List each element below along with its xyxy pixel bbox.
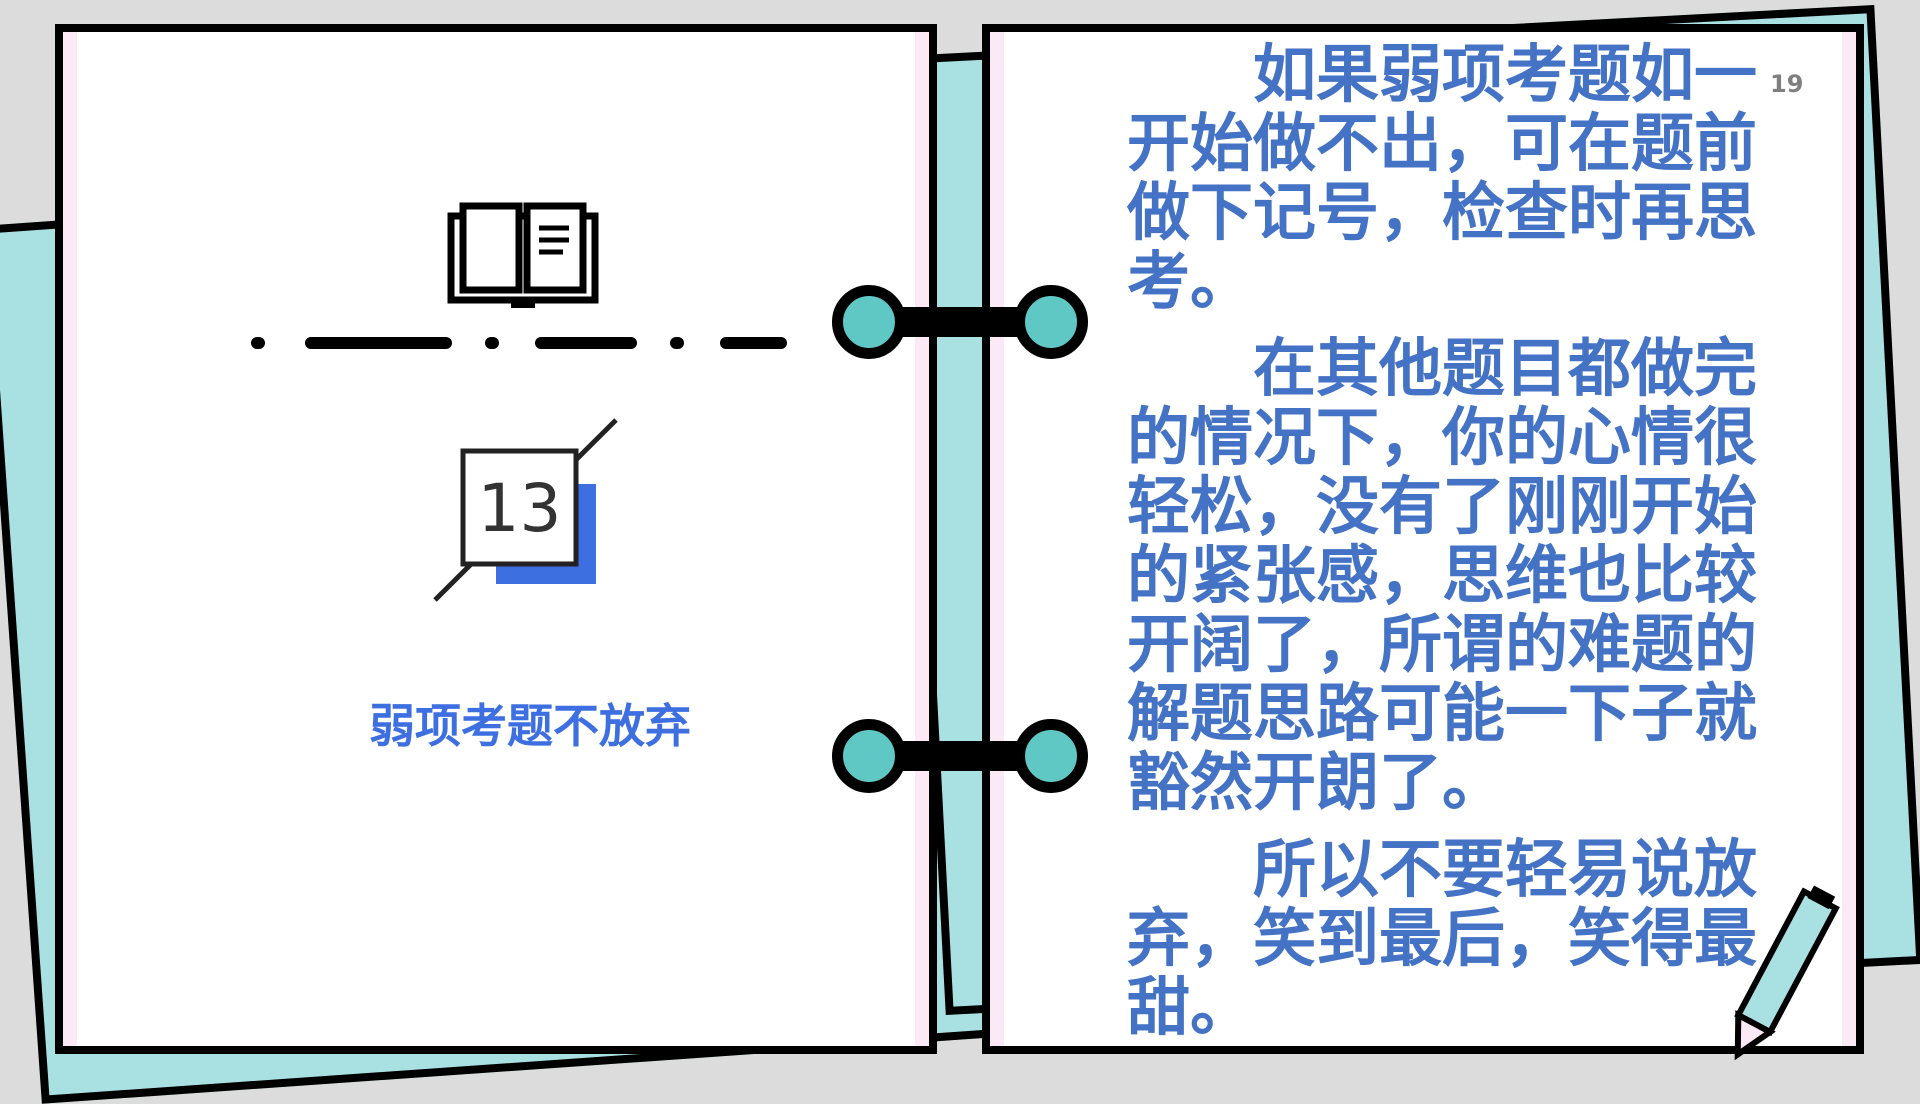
- pen-icon: [1734, 885, 1840, 1061]
- binder-ring: [832, 719, 906, 793]
- binder-ring: [1014, 719, 1088, 793]
- paragraph: 在其他题目都做完的情况下，你的心情很轻松，没有了刚刚开始的紧张感，思维也比较开阔…: [1127, 331, 1757, 819]
- binder-ring: [1014, 285, 1088, 359]
- calendar-13-icon: [433, 418, 618, 602]
- paragraph: 所以不要轻易说放弃，笑到最后，笑得最甜。: [1127, 832, 1757, 1044]
- right-page: [982, 24, 1864, 1054]
- body-text: 如果弱项考题如一开始做不出，可在题前做下记号，检查时再思考。 在其他题目都做完的…: [1127, 40, 1767, 1060]
- page-number: 19: [1770, 70, 1804, 98]
- open-book-icon: [447, 202, 599, 308]
- paragraph: 如果弱项考题如一开始做不出，可在题前做下记号，检查时再思考。: [1127, 37, 1757, 318]
- binder-ring: [832, 285, 906, 359]
- left-heading: 弱项考题不放弃: [369, 699, 691, 753]
- dash-divider: [251, 337, 787, 349]
- calendar-number: 13: [477, 470, 562, 547]
